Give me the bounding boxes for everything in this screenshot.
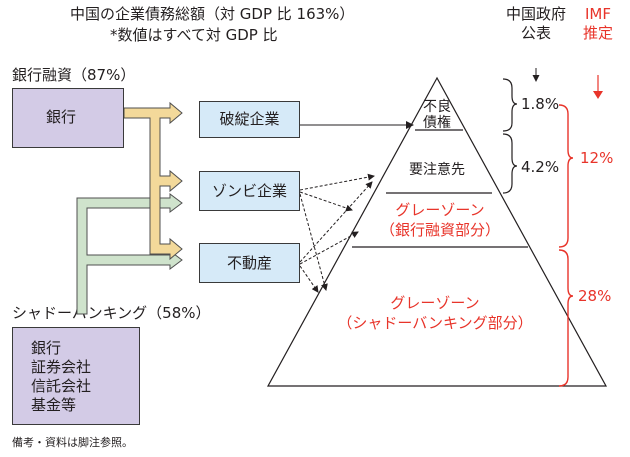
title-line-1: 中国の企業債務総額（対 GDP 比 163%） [70,5,355,23]
govt-special-value: 4.2% [521,158,560,176]
real-estate-box: 不動産 [199,243,300,283]
imf-header-line-2: 推定 [582,24,613,42]
shadow-banking-box: 銀行 証券会社 信託会社 基金等 [12,327,140,425]
zombie-label: ゾンビ企業 [211,182,287,200]
dashed-arrows [299,173,375,293]
gray-zone-shadow-line-1: グレーゾーン [390,294,480,312]
shadow-banking-label: シャドーバンキング（58%） [12,304,211,322]
npl-line-1: 不良 [423,99,451,115]
bankrupt-box: 破綻企業 [199,101,300,138]
title-line-2: *数値はすべて対 GDP 比 [110,26,278,44]
govt-brackets [502,78,518,194]
imf-brackets [558,104,574,387]
gray-zone-bank-line-1: グレーゾーン [395,201,485,219]
zombie-box: ゾンビ企業 [199,171,300,211]
footnote: 備考・資料は脚注参照。 [12,436,133,449]
special-mention-label: 要注意先 [409,162,465,178]
gray-zone-shadow-line-2: （シャドーバンキング部分） [337,314,533,332]
npl-line-2: 債権 [423,115,451,131]
bankrupt-label: 破綻企業 [219,110,280,128]
shadow-box-line-2: 証券会社 [31,358,92,376]
shadow-box-line-4: 基金等 [31,396,77,414]
shadow-box-line-3: 信託会社 [31,377,92,395]
imf-shadow-value: 28% [578,287,612,305]
gray-zone-bank-line-2: （銀行融資部分） [379,221,500,239]
govt-header-line-2: 公表 [520,24,551,42]
imf-header-line-1: IMF [585,5,611,23]
real-estate-label: 不動産 [226,254,272,272]
bank-loans-label: 銀行融資（87%） [12,66,136,84]
bank-box: 銀行 [12,88,124,148]
shadow-banking-arrows [76,193,183,315]
bank-loans-arrows [123,101,183,261]
bank-box-label: 銀行 [46,108,77,126]
shadow-box-line-1: 銀行 [31,339,62,357]
govt-npl-value: 1.8% [521,95,560,113]
imf-arrow-head [593,91,603,99]
govt-header-line-1: 中国政府 [505,5,566,23]
imf-bank-value: 12% [580,149,614,167]
